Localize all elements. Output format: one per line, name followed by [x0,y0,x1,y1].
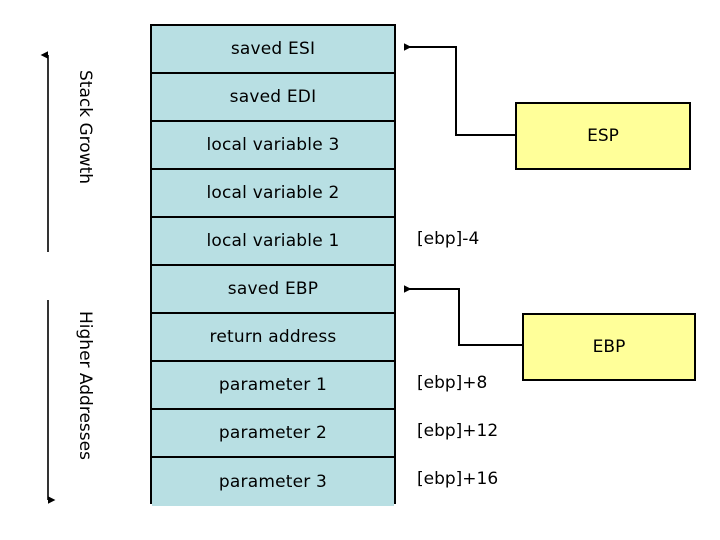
stack-row-label: parameter 2 [218,422,328,443]
stack-row-label: saved ESI [230,38,316,59]
stack-row-local-variable-1: local variable 1 [152,218,394,266]
stack-row-label: local variable 2 [206,182,340,203]
stack-row-saved-edi: saved EDI [152,74,394,122]
stack-growth-label: Stack Growth [75,70,95,185]
stack-row-parameter-1: parameter 1 [152,362,394,410]
ebp-connector [404,285,522,346]
stack-row-saved-esi: saved ESI [152,26,394,74]
stack-row-label: local variable 3 [206,134,340,155]
stack-row-label: saved EDI [229,86,317,107]
offset-label-ebp-minus-4: [ebp]-4 [417,229,480,249]
esp-connector [404,43,515,136]
stack-row-label: parameter 1 [218,374,328,395]
register-box-esp: ESP [515,102,691,170]
stack-row-return-address: return address [152,314,394,362]
register-label-esp: ESP [587,125,619,146]
offset-label-ebp-plus-12: [ebp]+12 [417,421,499,441]
stack-row-saved-ebp: saved EBP [152,266,394,314]
stack-row-parameter-2: parameter 2 [152,410,394,458]
register-box-ebp: EBP [522,313,696,381]
stack-row-parameter-3: parameter 3 [152,458,394,506]
stack-row-local-variable-3: local variable 3 [152,122,394,170]
stack-row-label: return address [209,326,337,347]
offset-label-ebp-plus-16: [ebp]+16 [417,469,499,489]
stack-row-label: saved EBP [227,278,319,299]
stack-row-label: parameter 3 [218,471,328,492]
offset-label-ebp-plus-8: [ebp]+8 [417,373,488,393]
stack-frame-table: saved ESI saved EDI local variable 3 loc… [150,24,396,506]
higher-addresses-label: Higher Addresses [75,311,95,460]
register-label-ebp: EBP [592,336,626,357]
stack-row-label: local variable 1 [206,230,340,251]
stack-row-local-variable-2: local variable 2 [152,170,394,218]
